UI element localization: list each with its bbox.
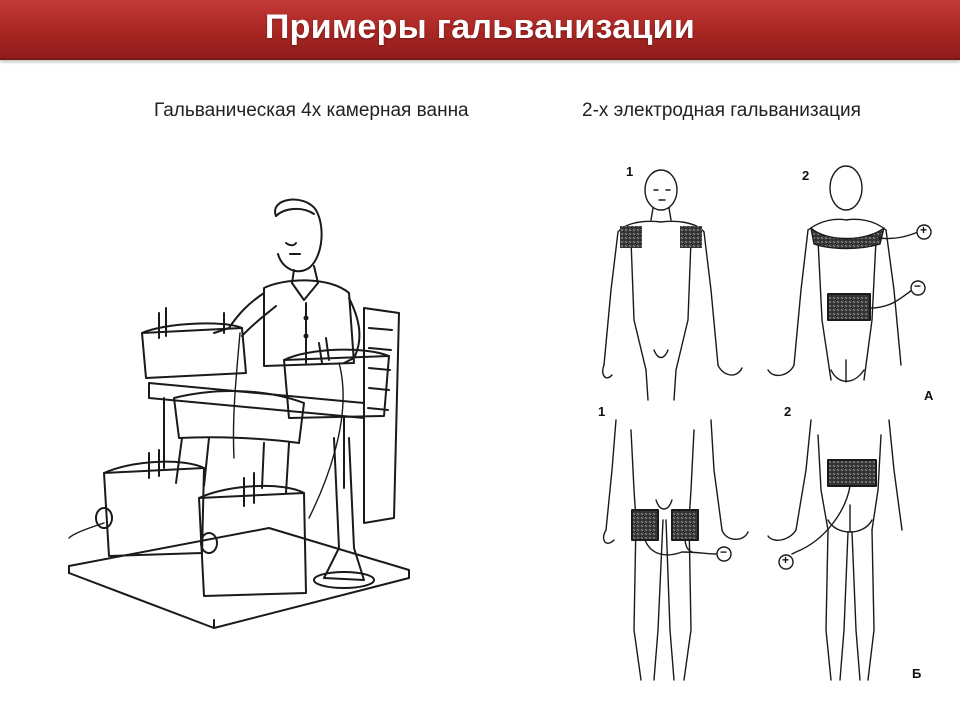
panel-b-front-figure xyxy=(602,419,749,681)
panel-a-front-number: 1 xyxy=(626,164,634,179)
title-bar: Примеры гальванизации xyxy=(0,0,960,60)
panel-b-minus-sign: − xyxy=(720,545,728,559)
panel-a-letter: А xyxy=(924,388,934,403)
right-figure-caption: 2-х электродная гальванизация xyxy=(582,100,861,121)
panel-b-plus-sign: + xyxy=(782,553,790,567)
panel-b-front-number: 1 xyxy=(598,404,606,419)
panel-a-minus-sign: − xyxy=(914,279,922,293)
four-chamber-bath-illustration xyxy=(64,188,414,638)
left-figure-caption: Гальваническая 4х камерная ванна xyxy=(154,100,469,121)
panel-a-back-figure xyxy=(767,165,932,383)
panel-a-plus-sign: + xyxy=(920,223,928,237)
panel-b-back-figure xyxy=(767,419,903,681)
panel-a-back-number: 2 xyxy=(802,168,810,183)
panel-b-back-number: 2 xyxy=(784,404,792,419)
slide-title: Примеры гальванизации xyxy=(264,8,696,46)
panel-b-letter: Б xyxy=(912,666,922,681)
panel-a-front-figure xyxy=(602,169,743,401)
two-electrode-galvanization-illustration: 1 2 А + − 1 2 Б − + xyxy=(596,160,942,696)
